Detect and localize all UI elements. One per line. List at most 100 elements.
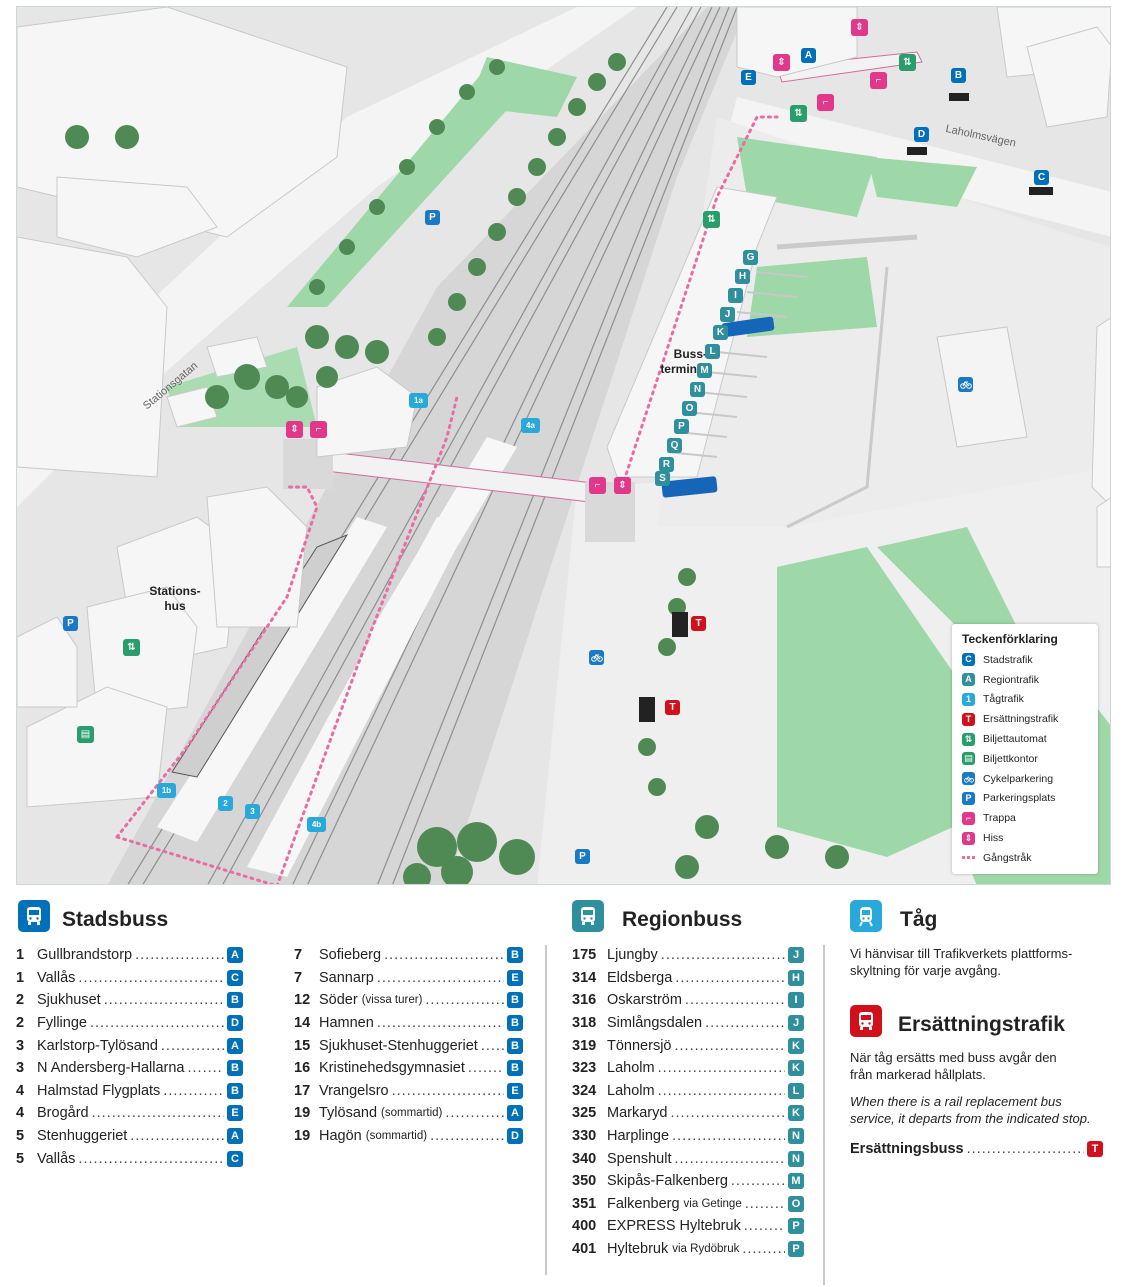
stop-badge: A [227, 1128, 243, 1145]
leader-dots [731, 1173, 785, 1189]
stairs-marker-bridge[interactable]: ⌐ [817, 94, 834, 111]
stop-n-marker[interactable]: N [690, 382, 705, 397]
stop-h-marker[interactable]: H [735, 269, 750, 284]
stop-d-marker[interactable]: D [914, 127, 929, 142]
ticket-office-icon: ▤ [962, 752, 975, 766]
ticket-machine-marker-bridge[interactable]: ⇅ [790, 105, 807, 122]
stop-g-marker[interactable]: G [743, 250, 758, 265]
stop-o-marker[interactable]: O [682, 401, 697, 416]
ticket-machine-marker-station[interactable]: ⇅ [123, 639, 140, 656]
tag-info-text: Vi hänvisar till Trafikverkets plattform… [850, 946, 1073, 978]
platform-1b-marker[interactable]: 1b [157, 783, 176, 798]
stop-j-marker[interactable]: J [720, 307, 735, 322]
route-destination: Kristinehedsgymnasiet [319, 1060, 465, 1077]
stop-i-marker[interactable]: I [728, 288, 743, 303]
parking-marker-north[interactable]: P [425, 210, 440, 225]
lift-marker-west[interactable]: ⇕ [286, 421, 303, 438]
stop-p-marker[interactable]: P [674, 419, 689, 434]
route-number: 1 [16, 947, 25, 964]
leader-dots [104, 992, 224, 1008]
bike-parking-marker-east[interactable] [958, 377, 973, 392]
leader-dots [672, 1128, 785, 1144]
route-number: 4 [16, 1105, 25, 1122]
tag-title: Tåg [900, 908, 938, 931]
ersattning-info-text-en: When there is a rail replacement bus ser… [850, 1094, 1091, 1126]
legend-marker: T [962, 712, 975, 726]
ticket-office-marker[interactable]: ▤ [77, 726, 94, 743]
route-number: 325 [572, 1105, 597, 1122]
stop-s-marker[interactable]: S [655, 471, 670, 486]
stop-t-marker-south[interactable]: T [665, 700, 680, 715]
stop-r-marker[interactable]: R [659, 457, 674, 472]
stop-badge: B [227, 992, 243, 1009]
leader-dots [967, 1141, 1084, 1157]
lift-marker-north-top[interactable]: ⇕ [851, 19, 868, 36]
legend-label: Hiss [983, 832, 1004, 845]
train-icon [850, 900, 882, 932]
legend-item-gangstrak: Gångstråk [962, 848, 1088, 868]
lift-marker-east[interactable]: ⇕ [614, 477, 631, 494]
stop-m-marker[interactable]: M [697, 363, 712, 378]
platform-1a-marker[interactable]: 1a [409, 393, 428, 408]
legend-label: Gångstråk [983, 851, 1032, 864]
stop-l-marker[interactable]: L [705, 344, 720, 359]
stairs-marker-north[interactable]: ⌐ [870, 72, 887, 89]
platform-2-marker[interactable]: 2 [218, 796, 233, 811]
map-base-illustration [17, 7, 1110, 884]
leader-dots [661, 947, 785, 963]
stairs-marker-west[interactable]: ⌐ [310, 421, 327, 438]
route-row: 314EldsbergaH [572, 967, 804, 990]
stop-a-marker[interactable]: A [801, 48, 816, 63]
lift-marker-north[interactable]: ⇕ [773, 54, 790, 71]
ersattning-info-text: När tåg ersätts med buss avgår den från … [850, 1050, 1057, 1082]
regionbuss-column: 175LjungbyJ314EldsbergaH316OskarströmI31… [572, 944, 804, 1260]
leader-dots [425, 992, 504, 1008]
route-number: 14 [294, 1015, 311, 1032]
route-note: via Rydöbruk [672, 1243, 740, 1256]
station-map[interactable]: Stationsgatan Laholmsvägen Buss- termina… [16, 6, 1111, 885]
platform-3-marker[interactable]: 3 [245, 804, 260, 819]
ticket-machine-icon: ⇅ [903, 56, 912, 68]
stop-badge: E [227, 1105, 243, 1122]
stadsbuss-column-2: 7SofiebergB7SannarpE12Söder(vissa turer)… [294, 944, 523, 1147]
lift-icon: ⇕ [855, 21, 864, 33]
stop-c-marker[interactable]: C [1034, 170, 1049, 185]
bike-icon [959, 381, 972, 389]
ersattning-row-name: Ersättningsbuss [850, 1141, 964, 1158]
route-number: 3 [16, 1060, 25, 1077]
leader-dots [384, 947, 504, 963]
route-destination: Halmstad Flygplats [37, 1082, 161, 1099]
route-number: 12 [294, 992, 311, 1009]
route-number: 319 [572, 1037, 597, 1054]
leader-dots [377, 970, 504, 986]
bike-parking-marker-south[interactable] [589, 650, 604, 665]
leader-dots [130, 1128, 224, 1144]
stadsbuss-column-1: 1GullbrandstorpA1VallåsC2SjukhusetB2Fyll… [16, 944, 243, 1170]
ticket-machine-marker-east[interactable]: ⇅ [899, 54, 916, 71]
platform-4b-marker[interactable]: 4b [307, 817, 326, 832]
stairs-marker-east[interactable]: ⌐ [589, 477, 606, 494]
route-number: 5 [16, 1128, 25, 1145]
parking-marker-west[interactable]: P [63, 616, 78, 631]
parking-marker-south[interactable]: P [575, 849, 590, 864]
route-destination: Hamnen [319, 1015, 374, 1032]
stop-q-marker[interactable]: Q [667, 438, 682, 453]
ticket-machine-marker-north[interactable]: ⇅ [703, 211, 720, 228]
stop-badge: J [788, 1015, 804, 1032]
ticket-machine-icon: ⇅ [962, 732, 975, 746]
lift-icon: ⇕ [290, 423, 299, 435]
route-destination: Vrangelsro [319, 1082, 389, 1099]
stop-k-marker[interactable]: K [713, 325, 728, 340]
legend-label: Regiontrafik [983, 673, 1040, 686]
legend-label: Biljettautomat [983, 733, 1047, 746]
legend-item-biljettautomat: ⇅ Biljettautomat [962, 729, 1088, 749]
legend-marker: P [962, 791, 975, 805]
stop-e-marker[interactable]: E [741, 70, 756, 85]
stop-t-marker-north[interactable]: T [691, 616, 706, 631]
platform-4a-marker[interactable]: 4a [521, 418, 540, 433]
stop-b-marker[interactable]: B [951, 68, 966, 83]
